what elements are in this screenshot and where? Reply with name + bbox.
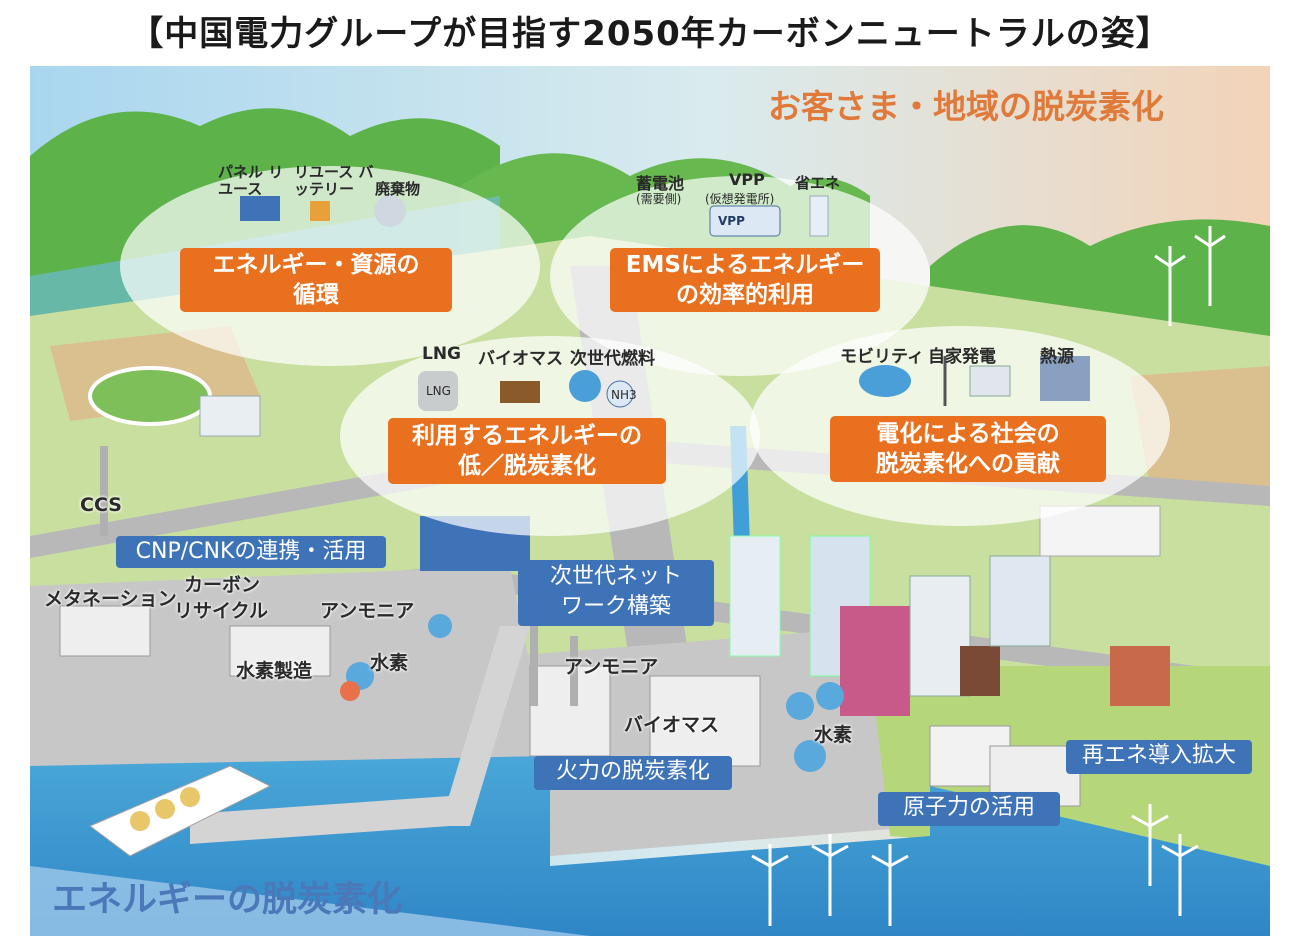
ground-label-hydrogen-right: 水素 — [814, 724, 853, 746]
ground-label-ammonia-left: アンモニア — [320, 600, 415, 622]
box-fuel-decarbonization: 利用するエネルギーの 低／脱炭素化 — [388, 418, 666, 484]
icon-label-next-gen-fuel: 次世代燃料 — [570, 349, 655, 369]
energy-saving-icon — [809, 195, 829, 237]
icon-label-vpp: VPP — [729, 170, 765, 189]
footer-energy-decarbonization: エネルギーの脱炭素化 — [52, 880, 403, 920]
next-fuel-icon — [569, 370, 601, 402]
box-resource-line1: エネルギー・資源の — [212, 252, 420, 278]
box-electrify-line1: 電化による社会の — [876, 421, 1060, 447]
label-network-line1: 次世代ネット — [549, 564, 682, 589]
icon-label-waste: 廃棄物 — [375, 180, 421, 198]
waste-icon — [374, 195, 406, 227]
heat-source-icon — [1040, 356, 1090, 401]
ev-car-icon — [859, 365, 911, 397]
city-illustration: お客さま・地域の脱炭素化 エネルギーの脱炭素化 パネル リユース リユース バッ… — [30, 66, 1270, 936]
wind-turbines — [751, 226, 1226, 926]
label-thermal-decarbonization: 火力の脱炭素化 — [534, 756, 732, 790]
icon-label-lng: LNG — [422, 344, 462, 364]
box-electrify-line2: 脱炭素化への貢献 — [876, 451, 1060, 477]
ground-label-hydrogen-production: 水素製造 — [236, 660, 313, 682]
biomass-icon — [500, 381, 540, 403]
label-next-gen-network: 次世代ネット ワーク構築 — [518, 560, 714, 626]
ground-label-ccs: CCS — [80, 494, 122, 516]
icon-label-heat-source: 熱源 — [1040, 347, 1074, 367]
ground-label-methanation: メタネーション — [44, 588, 177, 610]
box-ems-line1: EMSによるエネルギー — [625, 252, 865, 278]
vpp-badge: VPP — [718, 214, 745, 228]
box-ems-line2: の効率的利用 — [676, 282, 814, 308]
battery-icon — [310, 201, 330, 221]
box-electrification: 電化による社会の 脱炭素化への貢献 — [830, 416, 1106, 482]
label-cnp-cnk: CNP/CNKの連携・活用 — [116, 536, 386, 568]
self-generation-icon — [969, 365, 1011, 397]
icon-label-storage-battery: 蓄電池 — [636, 174, 685, 193]
icon-label-virtual-power-plant: (仮想発電所) — [705, 192, 775, 206]
box-resource-circulation: エネルギー・資源の 循環 — [180, 248, 452, 312]
box-fuel-line2: 低／脱炭素化 — [458, 453, 596, 479]
icon-label-energy-saving: 省エネ — [795, 174, 841, 192]
ground-label-carbon-recycle-1: カーボン — [184, 574, 261, 596]
icon-label-mobility: モビリティ — [840, 347, 924, 367]
box-ems-efficiency: EMSによるエネルギー の効率的利用 — [610, 248, 880, 312]
ground-label-hydrogen-left: 水素 — [370, 652, 409, 674]
icon-label-self-generation: 自家発電 — [928, 347, 996, 367]
ground-label-biomass-center: バイオマス — [624, 714, 720, 736]
header-customer-decarbonization: お客さま・地域の脱炭素化 — [768, 87, 1164, 126]
box-resource-line2: 循環 — [293, 282, 339, 308]
lng-tank-icon — [418, 371, 458, 411]
icon-label-reuse-battery: リユース バッテリー — [294, 163, 374, 198]
page-title: 【中国電力グループが目指す2050年カーボンニュートラルの姿】 — [129, 14, 1171, 54]
box-fuel-line1: 利用するエネルギーの — [412, 423, 642, 449]
ground-label-carbon-recycle-2: リサイクル — [174, 600, 269, 622]
icon-label-panel-reuse: パネル リユース — [218, 163, 284, 198]
tank-label-lng: LNG — [426, 384, 451, 398]
icon-label-biomass: バイオマス — [478, 349, 563, 369]
stadium — [88, 366, 212, 426]
ground-label-ammonia-center: アンモニア — [564, 656, 659, 678]
label-renewable: 再エネ導入拡大 — [1066, 740, 1252, 774]
label-nuclear: 原子力の活用 — [878, 792, 1060, 826]
vpp-icon — [709, 205, 781, 237]
lng-ship — [89, 765, 272, 857]
icon-label-demand-side: (需要側) — [636, 192, 682, 206]
label-nh3: NH3 — [611, 388, 637, 402]
label-network-line2: ワーク構築 — [560, 594, 671, 619]
solar-panel-icon — [240, 196, 280, 221]
